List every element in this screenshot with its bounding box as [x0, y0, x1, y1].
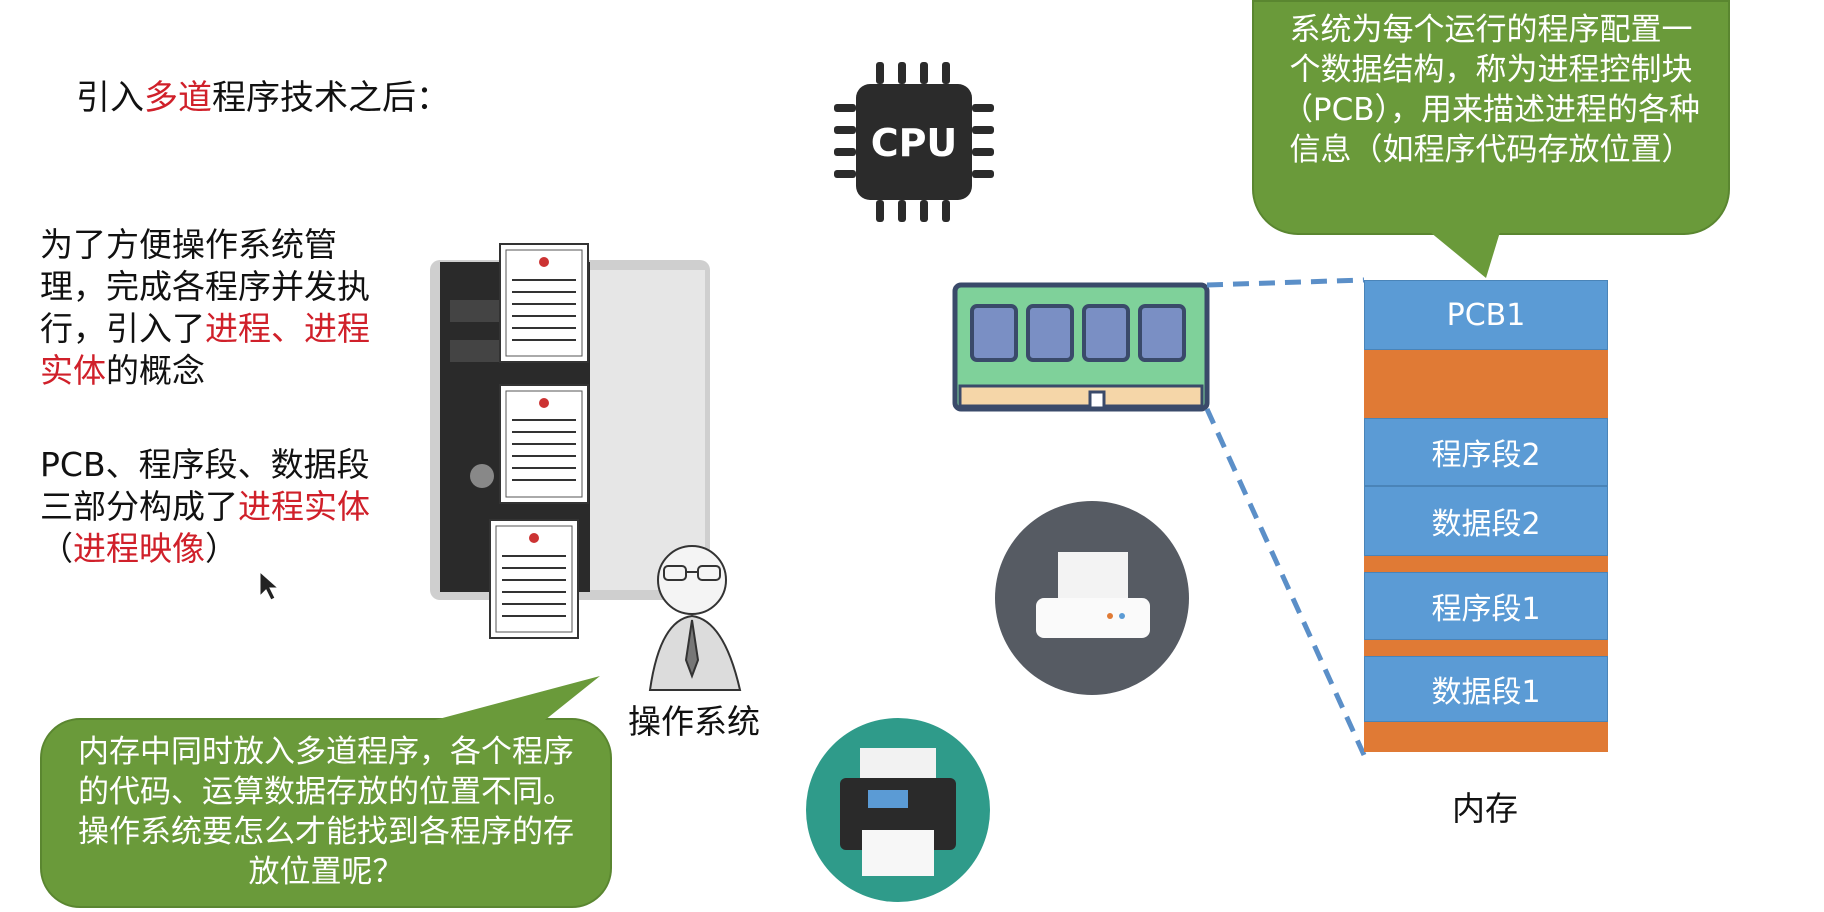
memory-segment-orange-4 [1364, 722, 1608, 752]
memory-segment-pcb1: PCB1 [1364, 280, 1608, 350]
memory-module-icon [952, 282, 1210, 412]
memory-connector-lines [1204, 277, 1367, 757]
heading-text: 引入 [76, 78, 144, 118]
memory-segment-orange-1 [1364, 350, 1608, 418]
heading-text-end: 程序技术之后： [212, 78, 450, 118]
memory-segment-data-2: 数据段2 [1364, 486, 1608, 556]
memory-label: 内存 [1452, 789, 1518, 828]
question-text: 内存中同时放入多道程序，各个程序的代码、运算数据存放的位置不同。操作系统要怎么才… [78, 734, 574, 890]
document-icon [489, 519, 579, 639]
pcb-note: PCB、程序段、数据段三部分构成了进程实体 （进程映像） [40, 444, 380, 570]
cpu-label: CPU [871, 121, 958, 165]
memory-segment-program-2: 程序段2 [1364, 418, 1608, 486]
intro-paragraph: 为了方便操作系统管理，完成各程序并发执行，引入了进程、进程实体的概念 [40, 224, 380, 392]
printer-icon [995, 501, 1189, 695]
pcb-note-paren-open: （ [40, 529, 73, 568]
memory-segment-orange-2 [1364, 556, 1608, 572]
bubble-tail-right [1430, 232, 1500, 278]
os-label: 操作系统 [628, 702, 760, 741]
cpu-chip-icon: CPU [834, 62, 994, 222]
question-bubble: 内存中同时放入多道程序，各个程序的代码、运算数据存放的位置不同。操作系统要怎么才… [40, 718, 612, 908]
heading-highlight: 多道 [144, 78, 212, 118]
intro-highlight: 进程、进程实体 [40, 309, 370, 390]
pcb-explanation-bubble: 系统为每个运行的程序配置一个数据结构，称为进程控制块（PCB），用来描述进程的各… [1252, 0, 1730, 235]
heading: 引入多道程序技术之后： [76, 70, 450, 119]
pcb-note-highlight: 进程实体 [238, 487, 370, 526]
memory-segment-orange-3 [1364, 640, 1608, 656]
photo-printer-icon [806, 718, 990, 902]
pcb-note-text: PCB、程序段、数据段三部分构成了 [40, 445, 370, 526]
pcb-explanation-text: 系统为每个运行的程序配置一个数据结构，称为进程控制块（PCB），用来描述进程的各… [1281, 12, 1701, 168]
intro-text: 为了方便操作系统管理，完成各程序并发执行，引入了 [40, 225, 370, 348]
pcb-note-paren-close: ） [205, 529, 238, 568]
memory-segment-program-1: 程序段1 [1364, 572, 1608, 640]
memory-segment-data-1: 数据段1 [1364, 656, 1608, 722]
bubble-tail-left [420, 676, 600, 724]
document-icon [499, 243, 589, 363]
pcb-note-highlight-2: 进程映像 [73, 529, 205, 568]
mouse-cursor-icon [259, 570, 280, 601]
person-sketch-icon [648, 545, 742, 691]
document-icon [499, 384, 589, 504]
intro-text-end: 的概念 [106, 351, 205, 390]
